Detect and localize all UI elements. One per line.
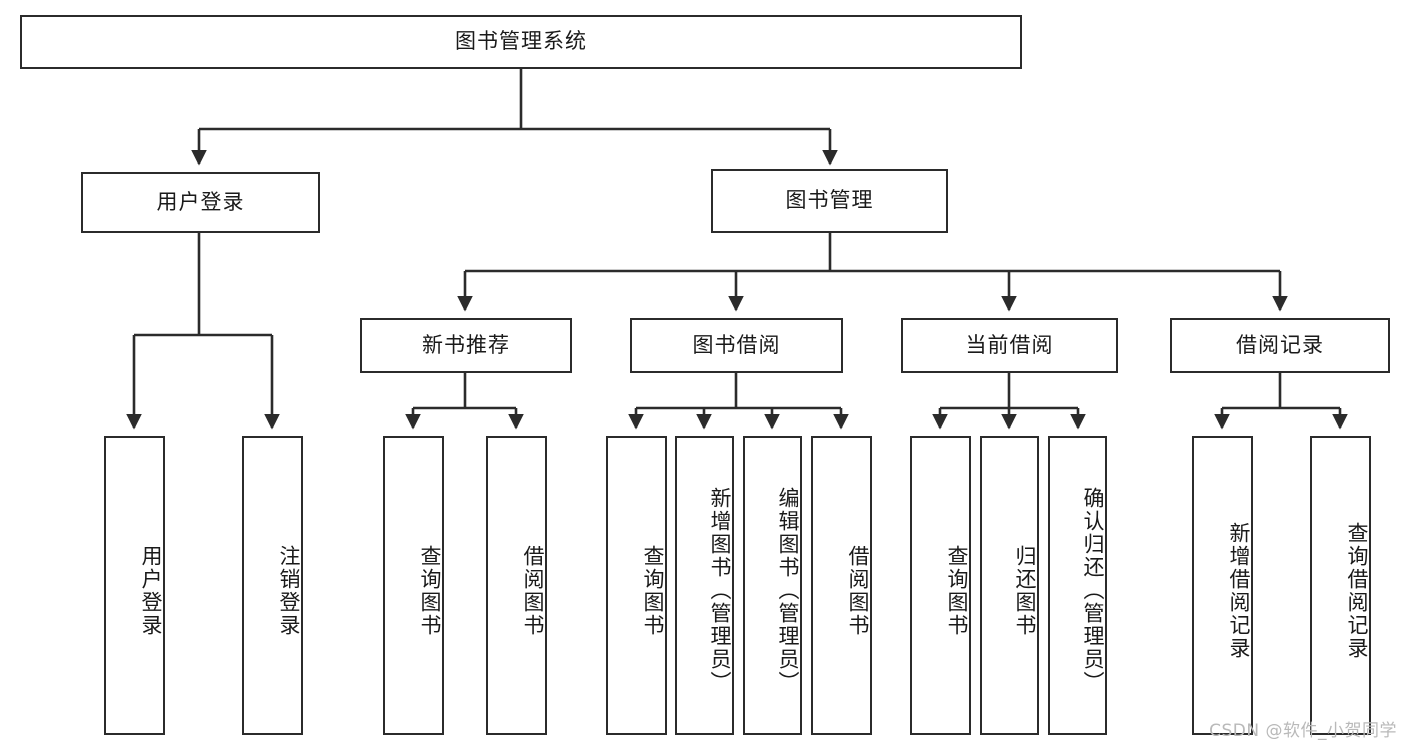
node-root-label: 图书管理系统 (455, 29, 587, 54)
node-borrow-record-label: 借阅记录 (1236, 332, 1324, 357)
node-new-book-recommend-label: 新书推荐 (422, 332, 510, 357)
leaf-user-login-label: 用户登录 (139, 544, 163, 637)
leaf-record-add-record-label: 新增借阅记录 (1227, 521, 1251, 660)
node-current-borrow[interactable]: 当前借阅 (901, 318, 1118, 373)
leaf-record-add-record[interactable]: 新增借阅记录 (1192, 436, 1253, 735)
leaf-borrow-query-books-label: 查询图书 (641, 544, 665, 637)
leaf-current-confirm-return-admin[interactable]: 确认归还（管理员） (1048, 436, 1107, 735)
leaf-newbook-borrow-books-label: 借阅图书 (521, 544, 545, 637)
leaf-newbook-query-books-label: 查询图书 (418, 544, 442, 637)
leaf-borrow-lend-books[interactable]: 借阅图书 (811, 436, 872, 735)
leaf-user-logout-label: 注销登录 (277, 544, 301, 637)
node-new-book-recommend[interactable]: 新书推荐 (360, 318, 572, 373)
watermark: CSDN @软件_小贺同学 (1209, 721, 1397, 741)
leaf-record-query-record-label: 查询借阅记录 (1345, 521, 1369, 660)
node-current-borrow-label: 当前借阅 (965, 332, 1054, 357)
node-book-borrow[interactable]: 图书借阅 (630, 318, 843, 373)
leaf-current-query-books[interactable]: 查询图书 (910, 436, 971, 735)
leaf-borrow-lend-books-label: 借阅图书 (846, 544, 870, 637)
node-user-login[interactable]: 用户登录 (81, 172, 320, 233)
leaf-user-login[interactable]: 用户登录 (104, 436, 165, 735)
leaf-borrow-query-books[interactable]: 查询图书 (606, 436, 667, 735)
node-user-login-label: 用户登录 (156, 189, 245, 214)
leaf-record-query-record[interactable]: 查询借阅记录 (1310, 436, 1371, 735)
leaf-borrow-add-book-admin[interactable]: 新增图书（管理员） (675, 436, 734, 735)
node-borrow-record[interactable]: 借阅记录 (1170, 318, 1390, 373)
leaf-current-confirm-return-admin-label: 确认归还（管理员） (1081, 487, 1105, 694)
leaf-user-logout[interactable]: 注销登录 (242, 436, 303, 735)
node-book-management-label: 图书管理 (785, 188, 874, 213)
leaf-current-return-books-label: 归还图书 (1013, 544, 1037, 637)
leaf-current-return-books[interactable]: 归还图书 (980, 436, 1039, 735)
leaf-current-query-books-label: 查询图书 (945, 544, 969, 637)
leaf-newbook-borrow-books[interactable]: 借阅图书 (486, 436, 547, 735)
leaf-borrow-add-book-admin-label: 新增图书（管理员） (708, 487, 732, 694)
leaf-borrow-edit-book-admin[interactable]: 编辑图书（管理员） (743, 436, 802, 735)
node-root[interactable]: 图书管理系统 (20, 15, 1022, 69)
leaf-newbook-query-books[interactable]: 查询图书 (383, 436, 444, 735)
leaf-borrow-edit-book-admin-label: 编辑图书（管理员） (776, 487, 800, 694)
node-book-management[interactable]: 图书管理 (711, 169, 948, 233)
node-book-borrow-label: 图书借阅 (692, 332, 781, 357)
